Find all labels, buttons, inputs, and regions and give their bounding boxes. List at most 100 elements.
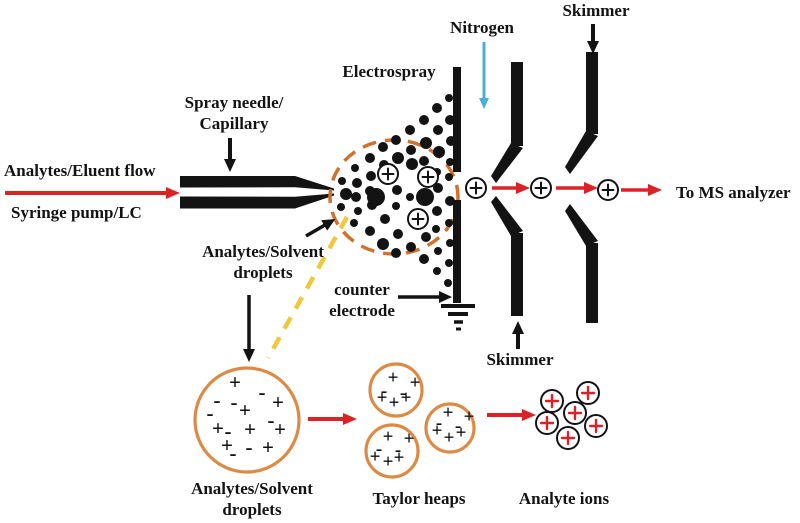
charge-symbol: - xyxy=(231,390,238,414)
droplet-dot xyxy=(351,192,361,202)
label-taylor-heaps: Taylor heaps xyxy=(372,489,466,508)
label-to-ms-analyzer: To MS analyzer xyxy=(676,183,791,202)
droplet-dot xyxy=(432,206,442,216)
charge-symbol: - xyxy=(436,413,442,434)
label-spray-needle-capillary: Spray needle/ Capillary xyxy=(184,93,284,133)
droplet-dot xyxy=(421,232,431,242)
charge-symbol: + xyxy=(456,423,467,444)
droplet-dot xyxy=(445,173,453,181)
droplet-dot xyxy=(392,185,402,195)
droplet-dot xyxy=(365,226,375,236)
droplet-dot xyxy=(433,146,445,158)
droplet-dot xyxy=(393,229,403,239)
charge-symbol: + xyxy=(377,388,388,409)
droplet-dot xyxy=(367,188,385,206)
droplet-dot xyxy=(391,248,401,258)
label-syringe-pump-lc: Syringe pump/LC xyxy=(11,203,142,222)
label-skimmer-top: Skimmer xyxy=(562,1,630,20)
droplet-dot xyxy=(432,225,440,233)
charge-symbol: + xyxy=(274,417,286,441)
droplet-dot xyxy=(420,137,432,149)
droplet-dot xyxy=(433,125,443,135)
droplet-dot xyxy=(392,202,400,210)
droplet-dot xyxy=(445,196,455,206)
droplet-dot xyxy=(380,214,390,224)
droplet-dot xyxy=(406,242,416,252)
droplet-dot xyxy=(444,279,452,287)
charge-symbol: + xyxy=(443,403,454,424)
droplet-dot xyxy=(392,152,404,164)
droplet-dot xyxy=(365,153,375,163)
droplet-dot xyxy=(433,267,441,275)
droplet-dot xyxy=(416,188,434,206)
charge-symbol: - xyxy=(268,408,275,432)
droplet-dot xyxy=(445,115,455,125)
droplet-dot xyxy=(406,145,416,155)
spray-droplet-dots xyxy=(337,94,456,287)
label-analytes-solvent-droplets-circle: Analytes/Solvent droplets xyxy=(191,479,313,519)
taylor-heap-circles: ++--+++++--+++++--+++ xyxy=(364,362,476,479)
droplet-dot xyxy=(445,259,453,267)
droplet-dot xyxy=(340,188,352,200)
magnified-droplet-circle: +---+-+-+-+++--+ xyxy=(193,366,301,474)
charge-symbol: + xyxy=(388,368,399,389)
taylor-heap-outline xyxy=(364,423,420,479)
charge-symbol: + xyxy=(432,421,443,442)
charge-symbol: + xyxy=(394,448,405,469)
counter-electrode-bottom xyxy=(453,200,461,303)
charge-symbol: - xyxy=(259,380,266,404)
droplet-dot xyxy=(445,94,453,102)
droplet-dot xyxy=(446,239,454,247)
droplet-dot xyxy=(338,177,346,185)
label-nitrogen: Nitrogen xyxy=(450,18,514,37)
charge-symbol: - xyxy=(246,435,253,459)
label-analytes-eluent-flow: Analytes/Eluent flow xyxy=(4,161,156,180)
droplet-outline xyxy=(193,366,301,474)
plume-ion-symbols xyxy=(377,163,439,230)
label-analyte-ions: Analyte ions xyxy=(518,489,610,508)
charge-symbol: + xyxy=(383,427,394,448)
charge-symbol: - xyxy=(400,383,406,404)
taylor-heap-outline xyxy=(368,362,424,418)
charge-symbol: + xyxy=(464,407,475,428)
charge-symbol: + xyxy=(370,447,381,468)
charge-symbol: + xyxy=(262,435,274,459)
skimmer-cone-2 xyxy=(565,52,598,323)
analyte-ion-circles xyxy=(535,381,608,450)
droplet-dot xyxy=(434,247,442,255)
charge-symbol: + xyxy=(401,388,412,409)
label-electrospray: Electrospray xyxy=(342,62,436,81)
spray-needle-top-bar xyxy=(180,176,334,191)
droplet-dot xyxy=(352,178,362,188)
droplet-dot xyxy=(378,142,388,152)
droplet-dot xyxy=(405,125,415,135)
droplet-dot xyxy=(377,238,389,250)
charge-symbol: - xyxy=(225,419,232,443)
charge-symbol: + xyxy=(444,428,455,449)
charge-symbol: + xyxy=(229,370,241,394)
droplet-dot xyxy=(351,164,359,172)
counter-electrode-top xyxy=(453,67,461,172)
droplets-to-plume-arrow xyxy=(305,218,336,238)
charge-symbol: - xyxy=(207,401,214,425)
droplet-dot xyxy=(350,219,358,227)
droplet-dot xyxy=(446,158,454,166)
charge-symbol: - xyxy=(230,441,237,465)
charge-symbol: - xyxy=(381,381,387,402)
charge-symbol: + xyxy=(239,398,251,422)
label-analytes-solvent-droplets-plume: Analytes/Solvent droplets xyxy=(202,242,324,282)
charge-symbol: - xyxy=(395,440,401,461)
droplet-dot xyxy=(419,254,429,264)
droplet-dot xyxy=(419,115,429,125)
charge-symbol: + xyxy=(212,416,224,440)
zoom-indicator-dashed-line xyxy=(266,215,349,360)
skimmer-cone-1 xyxy=(491,62,523,316)
charge-symbol: + xyxy=(389,393,400,414)
charge-symbol: - xyxy=(455,416,461,437)
droplet-dot xyxy=(432,103,442,113)
label-skimmer-bottom: Skimmer xyxy=(486,350,554,369)
droplet-dot xyxy=(337,203,345,211)
beam-ion-symbols xyxy=(465,177,619,201)
